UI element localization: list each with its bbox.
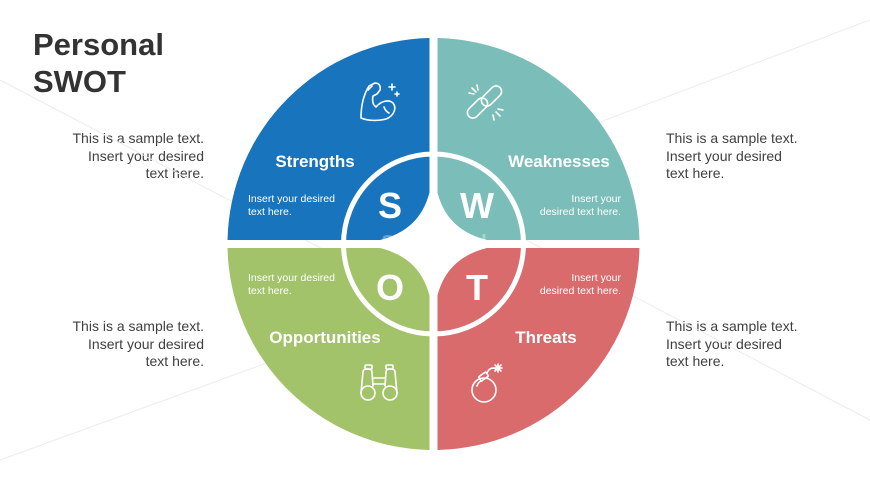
side-text-top-right: This is a sample text. Insert your desir… <box>666 130 846 183</box>
weaknesses-title: Weaknesses <box>508 152 610 171</box>
opportunities-title: Opportunities <box>269 328 380 347</box>
watermark: SlideModel <box>381 232 487 254</box>
quadrant-opportunities <box>227 248 430 450</box>
side-text-line: This is a sample text. <box>72 318 205 334</box>
threats-desc-line1: Insert your <box>571 272 621 284</box>
quadrant-strengths <box>227 38 430 240</box>
strengths-desc-line2: text here. <box>248 206 292 218</box>
threats-title: Threats <box>515 328 576 347</box>
side-text-line: text here. <box>666 165 725 181</box>
letter-t: T <box>466 267 488 308</box>
letter-o: O <box>376 267 404 308</box>
side-text-bottom-left: This is a sample text. Insert your desir… <box>24 318 205 371</box>
side-text-line: This is a sample text. <box>666 130 798 146</box>
side-text-top-left: This is a sample text. Insert your desir… <box>24 130 205 183</box>
opportunities-desc-line2: text here. <box>248 285 292 297</box>
side-text-line: text here. <box>145 353 204 369</box>
side-text-line: text here. <box>145 165 204 181</box>
quadrant-weaknesses <box>437 38 640 240</box>
slide-title: Personal SWOT <box>33 26 164 100</box>
letter-s: S <box>378 185 402 226</box>
title-line-1: Personal <box>33 27 164 62</box>
bomb-icon <box>471 363 503 403</box>
weaknesses-desc-line2: desired text here. <box>540 206 621 218</box>
center-divider-horizontal <box>341 240 526 248</box>
strengths-desc-line1: Insert your desired <box>248 193 335 205</box>
side-text-line: Insert your desired <box>88 335 204 352</box>
flexed-arm-icon <box>360 82 400 122</box>
letter-w: W <box>460 185 494 226</box>
threats-desc-line2: desired text here. <box>540 285 621 297</box>
quadrant-threats <box>437 248 640 450</box>
binoculars-icon <box>360 364 398 401</box>
side-text-line: Insert your desired <box>88 147 204 164</box>
title-line-2: SWOT <box>33 64 126 99</box>
weaknesses-desc-line1: Insert your <box>571 193 621 205</box>
strengths-title: Strengths <box>275 152 354 171</box>
broken-chain-icon <box>466 84 504 121</box>
side-text-line: Insert your desired <box>666 147 782 164</box>
opportunities-desc-line1: Insert your desired <box>248 272 335 284</box>
side-text-line: text here. <box>666 353 725 369</box>
side-text-line: This is a sample text. <box>72 130 205 146</box>
